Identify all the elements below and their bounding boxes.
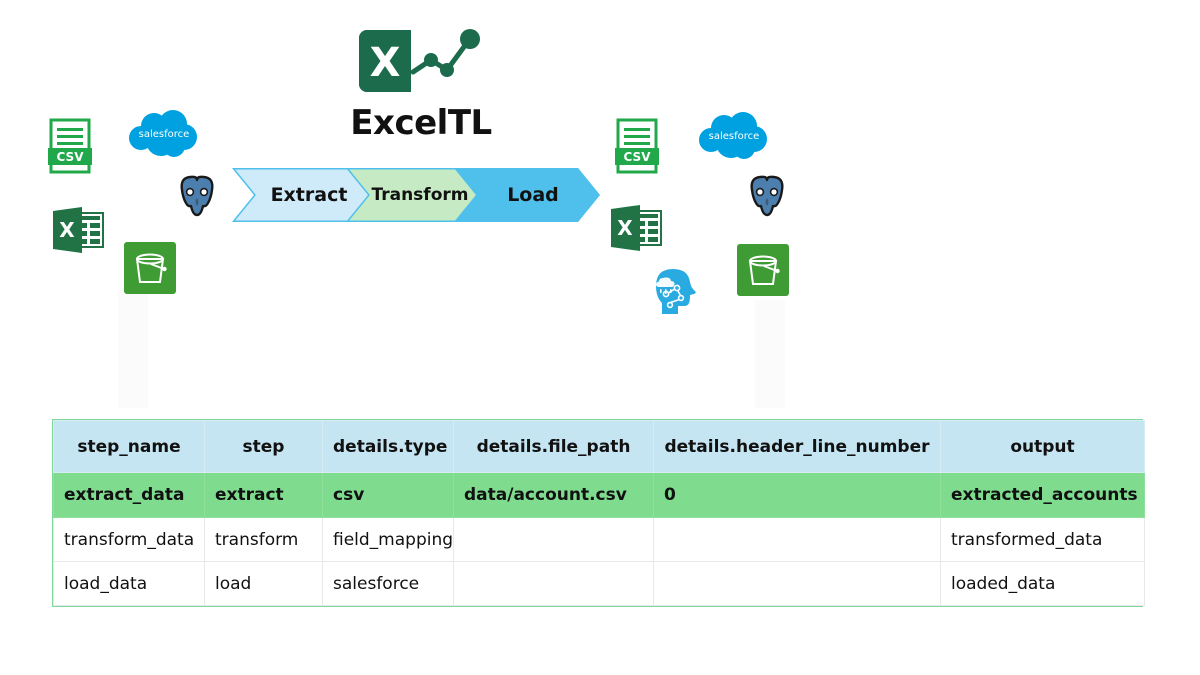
salesforce-icon: salesforce — [128, 110, 200, 160]
svg-text:X: X — [617, 216, 633, 240]
table-row[interactable]: transform_data transform field_mapping t… — [53, 517, 1145, 562]
cell-details-type: csv — [322, 472, 454, 518]
excel-file-icon: X — [608, 204, 664, 252]
cell-details-header-line-number — [653, 561, 941, 606]
cell-details-header-line-number — [653, 517, 941, 562]
column-header-details-file-path[interactable]: details.file_path — [453, 420, 654, 473]
svg-text:salesforce: salesforce — [709, 131, 760, 142]
cell-output: loaded_data — [940, 561, 1145, 606]
cell-step-name: extract_data — [53, 472, 205, 518]
svg-text:X: X — [370, 40, 401, 86]
background-band-left — [118, 290, 148, 408]
cell-step: load — [204, 561, 323, 606]
svg-text:CSV: CSV — [624, 150, 652, 164]
etl-flow-diagram: Extract Transform Load — [232, 168, 600, 222]
postgresql-icon — [172, 172, 222, 222]
cell-details-file-path: data/account.csv — [453, 472, 654, 518]
cell-details-type: salesforce — [322, 561, 454, 606]
cell-step-name: transform_data — [53, 517, 205, 562]
cell-details-file-path — [453, 561, 654, 606]
cell-output: extracted_accounts — [940, 472, 1145, 518]
flow-step-label: Load — [507, 184, 559, 206]
postgresql-icon — [742, 172, 792, 222]
cell-step: transform — [204, 517, 323, 562]
cell-details-header-line-number: 0 — [653, 472, 941, 518]
csv-file-icon: CSV — [48, 118, 92, 174]
cell-details-file-path — [453, 517, 654, 562]
table-row[interactable]: load_data load salesforce loaded_data — [53, 561, 1145, 606]
cell-output: transformed_data — [940, 517, 1145, 562]
csv-file-icon: CSV — [615, 118, 659, 174]
column-header-details-type[interactable]: details.type — [322, 420, 454, 473]
column-header-details-header-line-number[interactable]: details.header_line_number — [653, 420, 941, 473]
svg-text:X: X — [59, 218, 75, 242]
cell-step: extract — [204, 472, 323, 518]
pipeline-steps-table: step_name step details.type details.file… — [52, 419, 1145, 607]
s3-bucket-icon — [124, 242, 176, 294]
app-title: ExcelTL — [350, 103, 492, 143]
excel-chart-logo-icon: X — [351, 22, 491, 100]
column-header-step[interactable]: step — [204, 420, 323, 473]
app-branding: X ExcelTL — [336, 22, 506, 142]
salesforce-icon: salesforce — [698, 112, 770, 162]
cell-details-type: field_mapping — [322, 517, 454, 562]
background-band-right — [755, 300, 785, 408]
flow-step-label: Transform — [371, 185, 469, 205]
svg-text:salesforce: salesforce — [139, 129, 190, 140]
excel-file-icon: X — [50, 206, 106, 254]
cell-step-name: load_data — [53, 561, 205, 606]
svg-text:CSV: CSV — [57, 150, 85, 164]
s3-bucket-icon — [737, 244, 789, 296]
flow-step-label: Extract — [270, 184, 348, 206]
table-header-row: step_name step details.type details.file… — [53, 420, 1145, 473]
column-header-output[interactable]: output — [940, 420, 1145, 473]
table-row[interactable]: extract_data extract csv data/account.cs… — [53, 472, 1145, 518]
column-header-step-name[interactable]: step_name — [53, 420, 205, 473]
ai-brain-icon — [650, 264, 698, 316]
